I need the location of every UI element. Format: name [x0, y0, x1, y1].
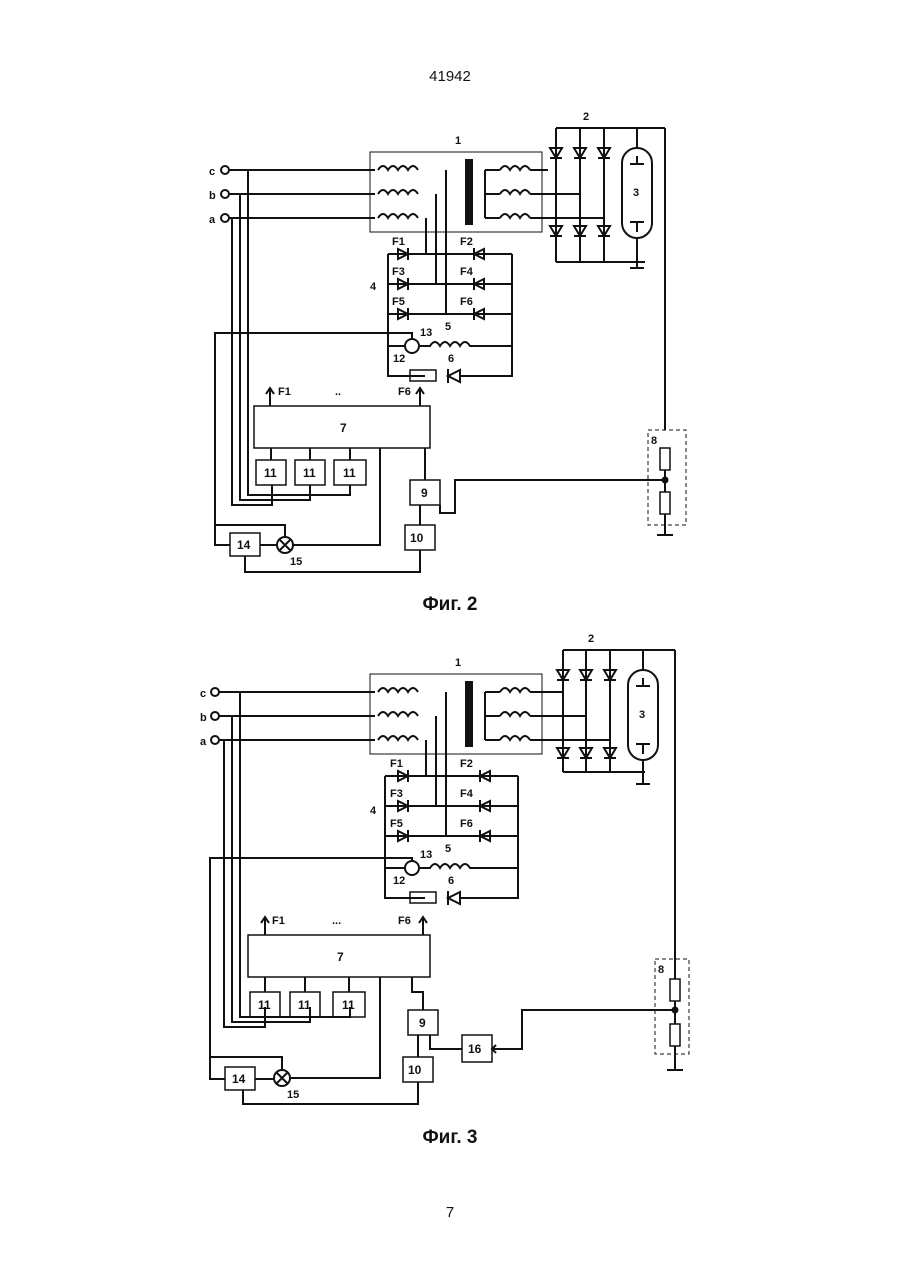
label-out-last: F6 [398, 915, 411, 927]
terminal-b [221, 190, 229, 198]
label-ellipsis: .. [335, 386, 341, 398]
label-input-a: a [209, 214, 216, 226]
figure-caption-3: Фиг. 3 [0, 1127, 900, 1149]
label-divider: 8 [658, 964, 664, 976]
label-f4: F4 [460, 788, 474, 800]
label-filter: 16 [468, 1042, 482, 1056]
terminal-a [221, 214, 229, 222]
transformer-core [466, 160, 472, 224]
label-sync-2: 11 [303, 466, 316, 480]
label-shunt: 12 [393, 875, 405, 887]
label-control: 7 [337, 950, 344, 964]
label-diode: 6 [448, 353, 454, 365]
label-f2: F2 [460, 236, 473, 248]
label-transformer: 1 [455, 135, 461, 147]
label-input-b: b [200, 712, 207, 724]
label-control: 7 [340, 421, 347, 435]
current-sensor [405, 861, 419, 875]
label-sensor: 13 [420, 849, 432, 861]
label-sync-2: 11 [298, 998, 311, 1012]
label-ellipsis: ... [332, 915, 341, 927]
label-input-b: b [209, 190, 216, 202]
label-ref: 10 [408, 1063, 422, 1077]
label-shunt: 12 [393, 353, 405, 365]
label-mult: 15 [287, 1089, 299, 1101]
label-tube: 3 [633, 187, 639, 199]
label-sync-3: 11 [342, 998, 355, 1012]
label-tube: 3 [639, 709, 645, 721]
label-switch-group: 4 [370, 281, 377, 293]
diode-6 [448, 891, 460, 905]
circuit-diagram-fig2: c b a 1 2 3 8 4 [0, 0, 900, 600]
circuit-diagram-fig3: c b a 1 2 3 8 4 F1 F2 [0, 522, 900, 1122]
label-f4: F4 [460, 266, 474, 278]
label-comparator: 9 [421, 486, 428, 500]
label-sync-3: 11 [343, 466, 356, 480]
label-out-first: F1 [278, 386, 291, 398]
label-f2: F2 [460, 758, 473, 770]
terminal-c [221, 166, 229, 174]
label-sync-1: 11 [264, 466, 277, 480]
label-rectifier: 2 [588, 633, 594, 645]
label-out-last: F6 [398, 386, 411, 398]
label-input-c: c [200, 688, 206, 700]
label-transformer: 1 [455, 657, 461, 669]
label-out-first: F1 [272, 915, 285, 927]
label-f1: F1 [392, 236, 405, 248]
label-reactor: 5 [445, 321, 451, 333]
label-f1: F1 [390, 758, 403, 770]
label-divider: 8 [651, 435, 657, 447]
label-diode: 6 [448, 875, 454, 887]
label-sensor: 13 [420, 327, 432, 339]
label-f5: F5 [390, 818, 403, 830]
diode-6 [448, 369, 460, 383]
label-input-a: a [200, 736, 207, 748]
label-f5: F5 [392, 296, 405, 308]
label-f3: F3 [392, 266, 405, 278]
label-rectifier: 2 [583, 111, 589, 123]
label-reactor: 5 [445, 843, 451, 855]
label-switch-group: 4 [370, 805, 377, 817]
label-input-c: c [209, 166, 215, 178]
label-comparator: 9 [419, 1016, 426, 1030]
label-f3: F3 [390, 788, 403, 800]
label-f6: F6 [460, 818, 473, 830]
page-number-bottom: 7 [0, 1204, 900, 1221]
current-sensor [405, 339, 419, 353]
label-amp: 14 [232, 1072, 246, 1086]
label-f6: F6 [460, 296, 473, 308]
label-sync-1: 11 [258, 998, 271, 1012]
